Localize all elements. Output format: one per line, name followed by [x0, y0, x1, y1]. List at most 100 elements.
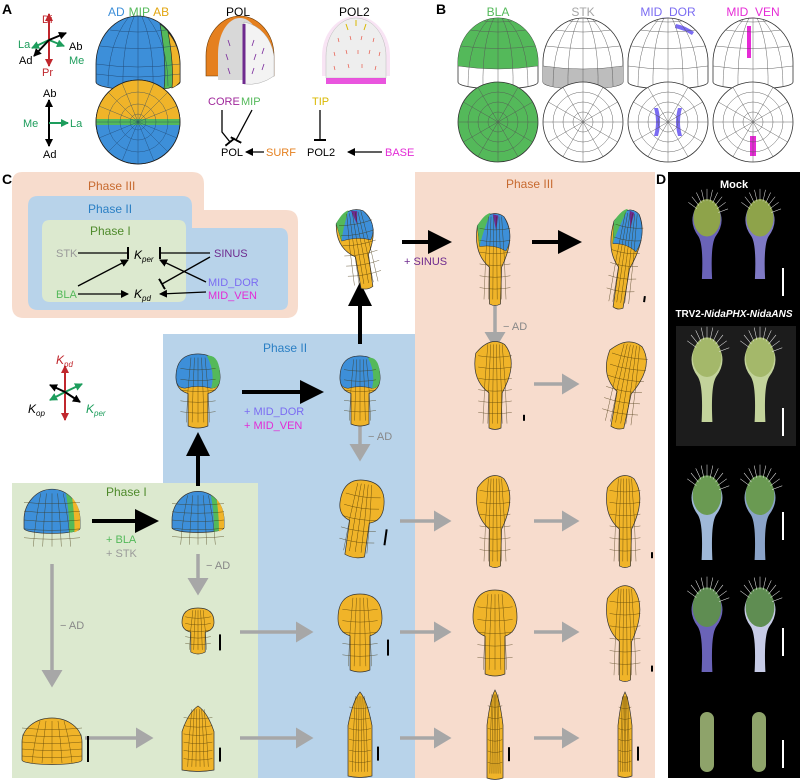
shape-petal: [606, 585, 653, 682]
shape-dome: [23, 488, 81, 547]
shape-petal: [606, 208, 646, 310]
panel-b-label-mid-dor: MID_DOR: [640, 5, 696, 19]
pol2-dome-cutaway: [322, 16, 390, 84]
shape-spike: [181, 705, 221, 772]
plus-mid-ven-label: + MID_VEN: [244, 420, 302, 432]
net-c-edges: [77, 247, 211, 298]
panel-d-letter: D: [656, 171, 666, 187]
scale-bar-photo: [782, 408, 784, 436]
axis-ab-label: Ab: [69, 41, 82, 53]
panel-b-dome-top: [712, 81, 794, 163]
panel-b-dome-side: [712, 17, 794, 90]
panel-b-dome-top: [457, 81, 539, 163]
net-phase3-label: Phase III: [88, 179, 135, 193]
axis2-ad-label: Ad: [43, 149, 56, 161]
axis-di-label: Di: [42, 14, 52, 26]
flower-photo: [740, 464, 783, 560]
panel-c-shapes: [21, 208, 653, 780]
k-per-label: Kper: [86, 402, 106, 418]
leaf-photo: [700, 712, 714, 772]
net-base: BASE: [385, 147, 414, 159]
trv-photo-frame: [676, 326, 796, 446]
flower-photo: [687, 576, 730, 672]
panel-b-dome-top: [627, 81, 709, 163]
shape-spike: [486, 689, 510, 780]
panel-b-label-stk: STK: [571, 5, 594, 19]
net-core: CORE: [208, 96, 240, 108]
panel-a-letter: A: [2, 1, 12, 17]
phase-network-inset: [12, 172, 298, 318]
panel-b-letter: B: [436, 1, 446, 17]
scale-bar-photo: [782, 268, 784, 296]
net-kper: Kper: [134, 248, 154, 264]
axis-cross-bottom: [45, 99, 69, 147]
net-mip: MIP: [241, 96, 261, 108]
scale-bar-photo: [782, 628, 784, 656]
panel-b-label-bla: BLA: [487, 5, 510, 19]
plus-bla-label: + BLA: [106, 534, 137, 546]
dome-side-ad-mip-ab: [95, 15, 181, 91]
net-pol2: POL2: [307, 147, 335, 159]
axis2-me-label: Me: [23, 118, 38, 130]
shape-bulb: [339, 479, 388, 559]
axis-pr-label: Pr: [42, 67, 53, 79]
net-phase2-label: Phase II: [88, 202, 132, 216]
plus-mid-dor-label: + MID_DOR: [244, 406, 304, 418]
axis-la-label: La: [18, 39, 31, 51]
net-phase1-label: Phase I: [90, 224, 131, 238]
net-surf: SURF: [266, 147, 296, 159]
shape-bulb: [175, 353, 221, 429]
flower-photo: [740, 326, 783, 422]
axis2-ab-label: Ab: [43, 88, 56, 100]
panel-b-dome-side: [542, 17, 624, 90]
panel-b-dome-side: [627, 17, 709, 90]
shape-bulb: [339, 355, 381, 427]
plus-sinus-label: + SINUS: [404, 256, 447, 268]
flower-photo: [688, 188, 729, 279]
shape-bulb: [472, 589, 518, 677]
panel-b-label-mid-ven: MID_VEN: [726, 5, 779, 19]
shape-flat-dome: [21, 717, 89, 765]
net-tip: TIP: [312, 96, 329, 108]
minus-ad-label-2: − AD: [206, 560, 230, 572]
k-axes-legend: [49, 365, 83, 421]
k-pd-label: Kpd: [56, 353, 73, 369]
net-pol: POL: [221, 147, 243, 159]
net-bla: BLA: [56, 289, 77, 301]
net-sinus: SINUS: [214, 248, 248, 260]
photo-panel: [668, 172, 800, 778]
net-kpd: Kpd: [134, 287, 151, 303]
flower-photo: [741, 188, 782, 279]
flower-photo: [687, 464, 730, 560]
leaf-photo: [752, 712, 766, 772]
shape-petal: [476, 212, 511, 306]
panel-d-photos: [676, 188, 796, 772]
shape-petal: [474, 341, 525, 430]
shape-petal: [476, 475, 511, 568]
net-stk: STK: [56, 248, 78, 260]
black-arrows: [92, 230, 582, 533]
shape-spike: [617, 691, 639, 778]
shape-spike: [347, 691, 379, 778]
pol-title: POL: [226, 5, 250, 19]
axis2-la-label: La: [70, 118, 83, 130]
phase3-label: Phase III: [506, 177, 553, 191]
flower-photo: [687, 326, 730, 422]
axis-ad-label: Ad: [19, 55, 32, 67]
phase3-region: [415, 172, 655, 778]
flower-photo: [740, 576, 783, 672]
k-op-label: Kop: [28, 402, 45, 418]
net-mid-dor: MID_DOR: [208, 277, 259, 289]
shape-bulb: [181, 607, 221, 655]
panel-b-dome-top: [542, 81, 624, 163]
scale-bar-photo: [782, 512, 784, 540]
phase1-label: Phase I: [106, 485, 147, 499]
panel-b-grid: BLA STK MID_DOR MID_VEN: [457, 5, 794, 163]
dome-top-ad-mip-ab: [95, 79, 181, 165]
minus-ad-label-1: − AD: [60, 620, 84, 632]
axis-cross-top: [31, 13, 67, 67]
shape-petal: [602, 341, 648, 430]
